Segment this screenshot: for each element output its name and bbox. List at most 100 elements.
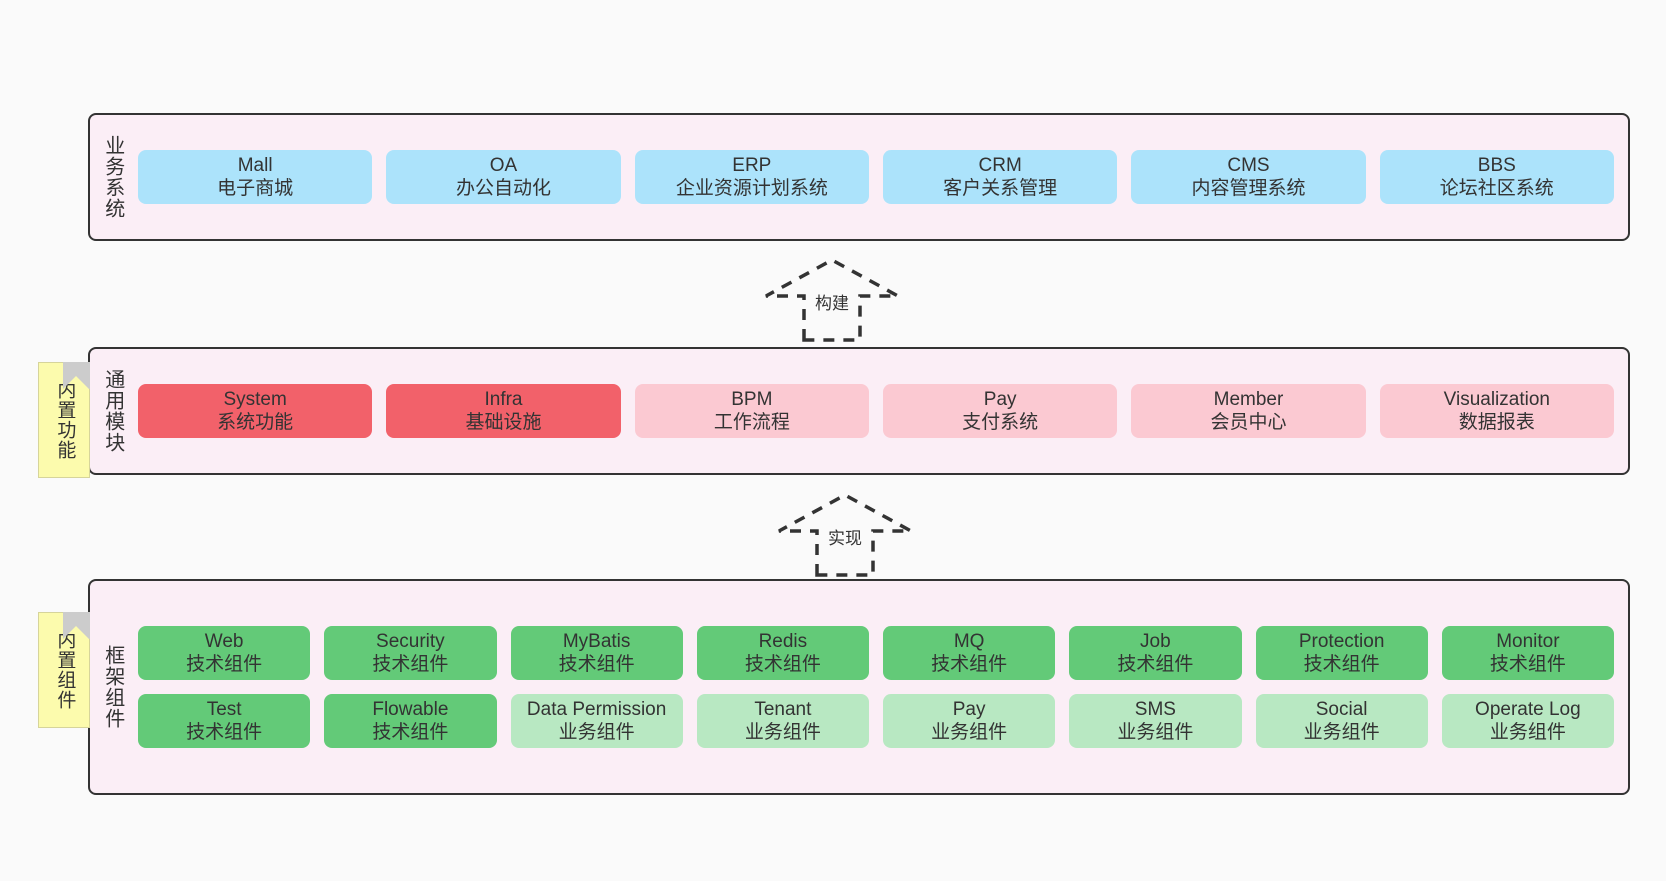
layer-common-modules: 通用模块 System 系统功能 Infra 基础设施 BPM 工作流程 Pay… (88, 347, 1630, 475)
tile-subtitle: 基础设施 (465, 412, 542, 433)
tile-name: Test (206, 699, 242, 720)
tile-row: Mall 电子商城 OA 办公自动化 ERP 企业资源计划系统 CRM 客户关系… (138, 149, 1614, 205)
layer-title-business-systems: 业务系统 (101, 135, 124, 219)
note-builtin-features: 内置功能 (38, 362, 90, 478)
tile-name: Pay (983, 388, 1017, 410)
build-arrow-shape (765, 258, 899, 342)
tile-web[interactable]: Web 技术组件 (138, 625, 311, 680)
tile-subtitle: 技术组件 (372, 722, 449, 744)
build-arrow-label: 构建 (815, 294, 849, 313)
tile-row: System 系统功能 Infra 基础设施 BPM 工作流程 Pay 支付系统… (138, 383, 1614, 439)
tile-name: BBS (1477, 154, 1516, 176)
tile-mybatis[interactable]: MyBatis 技术组件 (510, 625, 683, 680)
tile-row-technical: Web 技术组件 Security 技术组件 MyBatis 技术组件 Redi… (138, 625, 1614, 680)
tile-subtitle: 数据报表 (1458, 412, 1535, 433)
tile-cms[interactable]: CMS 内容管理系统 (1131, 149, 1366, 205)
tile-bpm[interactable]: BPM 工作流程 (634, 383, 869, 439)
tile-name: Social (1315, 699, 1368, 720)
note-label: 内置组件 (54, 630, 76, 710)
tile-name: Job (1140, 630, 1171, 652)
layer-title-framework-components: 框架组件 (101, 645, 124, 729)
tile-name: Tenant (754, 699, 812, 720)
tile-name: BPM (731, 388, 773, 410)
tile-subtitle: 技术组件 (186, 722, 263, 744)
layer-title-common-modules: 通用模块 (101, 369, 124, 453)
tile-subtitle: 技术组件 (1117, 653, 1194, 675)
tile-name: Operate Log (1475, 699, 1581, 720)
tile-subtitle: 技术组件 (931, 653, 1008, 675)
note-fold-corner (62, 612, 90, 640)
tile-row-business: Test 技术组件 Flowable 技术组件 Data Permission … (138, 694, 1614, 749)
tile-pay[interactable]: Pay 支付系统 (882, 383, 1118, 439)
tile-name: Security (376, 630, 445, 652)
tile-subtitle: 业务组件 (1303, 722, 1380, 744)
tile-subtitle: 电子商城 (217, 178, 294, 199)
tile-redis[interactable]: Redis 技术组件 (696, 625, 869, 680)
tile-name: Flowable (372, 699, 449, 720)
tile-subtitle: 业务组件 (1117, 722, 1194, 744)
tile-subtitle: 技术组件 (1303, 653, 1380, 675)
layer-body-business-systems: Mall 电子商城 OA 办公自动化 ERP 企业资源计划系统 CRM 客户关系… (134, 115, 1628, 239)
tile-job[interactable]: Job 技术组件 (1069, 625, 1242, 680)
tile-subtitle: 内容管理系统 (1191, 178, 1306, 199)
tile-name: Member (1213, 388, 1284, 410)
tile-oa[interactable]: OA 办公自动化 (386, 149, 621, 205)
implement-arrow-shape (778, 493, 912, 577)
tile-monitor[interactable]: Monitor 技术组件 (1441, 625, 1614, 680)
tile-visualization[interactable]: Visualization 数据报表 (1379, 383, 1614, 439)
tile-subtitle: 技术组件 (744, 653, 821, 675)
tile-protection[interactable]: Protection 技术组件 (1255, 625, 1428, 680)
tile-infra[interactable]: Infra 基础设施 (386, 383, 621, 439)
tile-name: CRM (978, 154, 1022, 176)
implement-arrow-label: 实现 (828, 529, 862, 548)
tile-subtitle: 论坛社区系统 (1439, 178, 1554, 199)
tile-subtitle: 技术组件 (186, 653, 263, 675)
implement-arrow (765, 489, 925, 581)
tile-name: Web (204, 630, 244, 652)
tile-subtitle: 企业资源计划系统 (675, 178, 828, 199)
layer-business-systems: 业务系统 Mall 电子商城 OA 办公自动化 ERP 企业资源计划系统 CRM… (88, 113, 1630, 241)
tile-name: CMS (1227, 154, 1270, 176)
tile-pay-component[interactable]: Pay 业务组件 (883, 694, 1056, 749)
tile-name: Visualization (1443, 388, 1550, 410)
tile-name: Redis (758, 630, 808, 652)
tile-test[interactable]: Test 技术组件 (138, 694, 311, 749)
layer-framework-components: 框架组件 Web 技术组件 Security 技术组件 MyBatis 技术组件… (88, 579, 1630, 795)
tile-name: OA (489, 154, 518, 176)
tile-name: Infra (484, 388, 523, 410)
tile-crm[interactable]: CRM 客户关系管理 (882, 149, 1118, 205)
build-arrow (752, 254, 912, 346)
tile-security[interactable]: Security 技术组件 (324, 625, 497, 680)
tile-data-permission[interactable]: Data Permission 业务组件 (510, 694, 683, 749)
tile-name: Protection (1298, 630, 1385, 652)
layer-body-framework-components: Web 技术组件 Security 技术组件 MyBatis 技术组件 Redi… (134, 581, 1628, 793)
tile-name: SMS (1134, 699, 1176, 720)
tile-subtitle: 业务组件 (558, 722, 635, 744)
tile-subtitle: 客户关系管理 (943, 178, 1058, 199)
tile-subtitle: 会员中心 (1210, 412, 1287, 433)
tile-subtitle: 支付系统 (962, 412, 1039, 433)
tile-mq[interactable]: MQ 技术组件 (883, 625, 1056, 680)
tile-erp[interactable]: ERP 企业资源计划系统 (634, 149, 869, 205)
tile-mall[interactable]: Mall 电子商城 (138, 149, 373, 205)
tile-subtitle: 工作流程 (713, 412, 790, 433)
tile-operate-log[interactable]: Operate Log 业务组件 (1441, 694, 1614, 749)
tile-subtitle: 技术组件 (1489, 653, 1566, 675)
tile-subtitle: 业务组件 (744, 722, 821, 744)
tile-member[interactable]: Member 会员中心 (1131, 383, 1366, 439)
tile-system[interactable]: System 系统功能 (138, 383, 373, 439)
tile-name: Pay (952, 699, 986, 720)
tile-tenant[interactable]: Tenant 业务组件 (696, 694, 869, 749)
tile-name: Monitor (1496, 630, 1560, 652)
tile-name: MQ (953, 630, 985, 652)
tile-name: MyBatis (562, 630, 631, 652)
note-fold-corner (62, 362, 90, 390)
tile-bbs[interactable]: BBS 论坛社区系统 (1379, 149, 1614, 205)
tile-subtitle: 办公自动化 (455, 178, 551, 199)
tile-sms[interactable]: SMS 业务组件 (1069, 694, 1242, 749)
tile-flowable[interactable]: Flowable 技术组件 (324, 694, 497, 749)
tile-subtitle: 系统功能 (217, 412, 294, 433)
tile-social[interactable]: Social 业务组件 (1255, 694, 1428, 749)
tile-subtitle: 业务组件 (931, 722, 1008, 744)
tile-name: Data Permission (526, 699, 667, 720)
